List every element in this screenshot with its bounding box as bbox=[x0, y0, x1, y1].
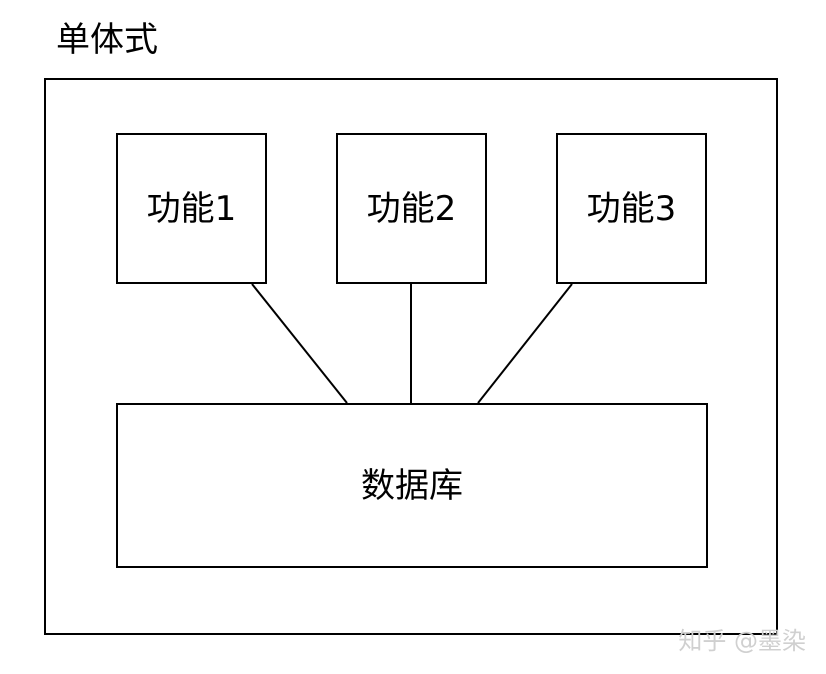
feature-box-2: 功能2 bbox=[336, 133, 487, 284]
watermark: 知乎 @墨染 bbox=[678, 627, 806, 655]
diagram-title: 单体式 bbox=[56, 20, 158, 60]
feature-label-1: 功能1 bbox=[146, 188, 237, 229]
database-box: 数据库 bbox=[116, 403, 708, 568]
feature-box-1: 功能1 bbox=[116, 133, 267, 284]
database-label: 数据库 bbox=[361, 465, 463, 506]
monolith-container bbox=[44, 78, 778, 635]
feature-label-3: 功能3 bbox=[586, 188, 677, 229]
feature-label-2: 功能2 bbox=[366, 188, 457, 229]
feature-box-3: 功能3 bbox=[556, 133, 707, 284]
